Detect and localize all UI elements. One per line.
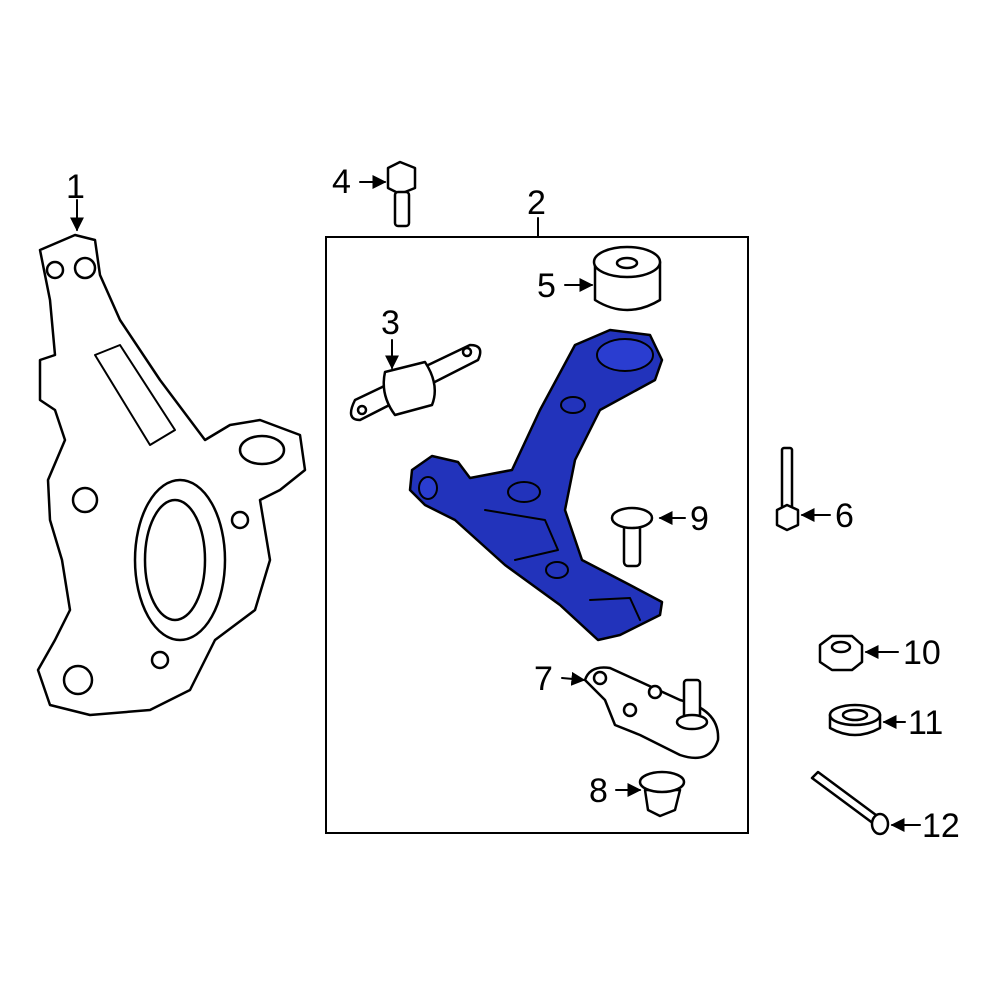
callout-5[interactable]: 5 xyxy=(537,267,556,305)
pin-9[interactable] xyxy=(610,506,654,568)
callout-2[interactable]: 2 xyxy=(527,184,546,222)
callout-1[interactable]: 1 xyxy=(66,168,85,206)
callout-11[interactable]: 11 xyxy=(908,704,943,742)
callout-7[interactable]: 7 xyxy=(534,660,553,698)
callout-8[interactable]: 8 xyxy=(589,772,608,810)
nut-8[interactable] xyxy=(638,770,686,818)
bushing-3[interactable] xyxy=(349,343,482,422)
callout-12[interactable]: 12 xyxy=(922,807,960,845)
callout-9[interactable]: 9 xyxy=(690,500,709,538)
bolt-4[interactable] xyxy=(386,160,417,228)
steering-knuckle[interactable] xyxy=(36,233,307,717)
lower-control-arm[interactable] xyxy=(408,328,664,642)
washer-11[interactable] xyxy=(828,703,882,737)
cotter-pin-12[interactable] xyxy=(810,770,890,836)
nut-10[interactable] xyxy=(818,634,864,672)
callout-10[interactable]: 10 xyxy=(903,634,941,672)
bushing-5[interactable] xyxy=(592,245,662,312)
bolt-6[interactable] xyxy=(775,446,800,532)
callout-3[interactable]: 3 xyxy=(381,304,400,342)
callout-6[interactable]: 6 xyxy=(835,497,854,535)
ball-joint-7[interactable] xyxy=(583,666,720,760)
callout-4[interactable]: 4 xyxy=(332,163,351,201)
